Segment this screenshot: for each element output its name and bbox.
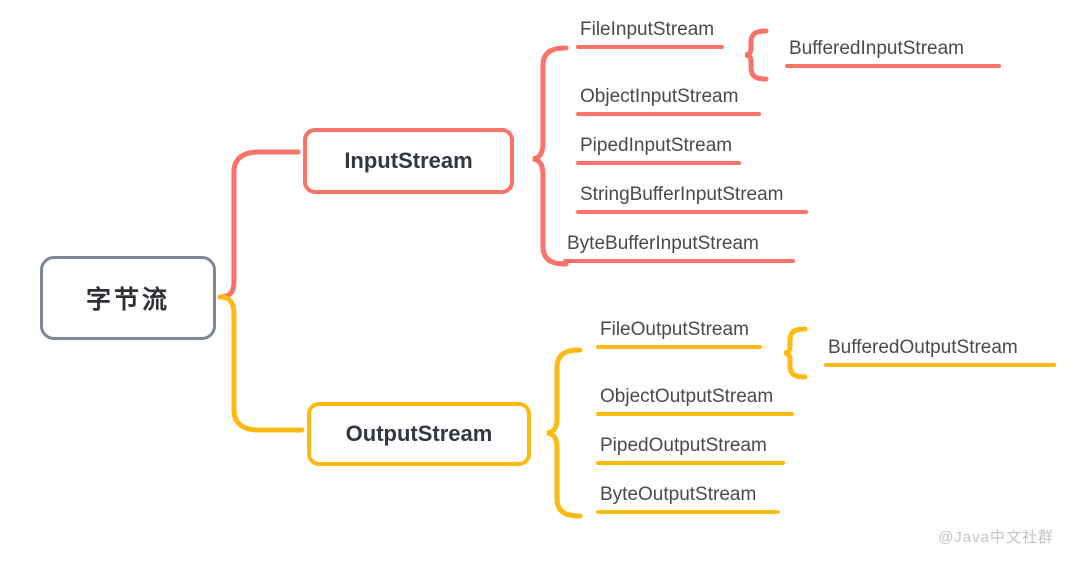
leaf-bufferedoutputstream-underline bbox=[824, 363, 1056, 367]
leaf-pipedoutputstream-label: PipedOutputStream bbox=[600, 435, 767, 456]
leaf-bufferedinputstream-underline bbox=[785, 64, 1001, 68]
leaf-pipedinputstream[interactable]: PipedInputStream bbox=[576, 134, 741, 165]
leaf-byteoutputstream-underline bbox=[596, 510, 780, 514]
connector-root-to-outputstream bbox=[217, 294, 305, 433]
brace-fileoutputstream-children bbox=[783, 326, 808, 380]
leaf-pipedinputstream-underline bbox=[576, 161, 741, 165]
leaf-stringbufferinputstream-underline bbox=[576, 210, 808, 214]
leaf-byteoutputstream-label: ByteOutputStream bbox=[600, 484, 757, 505]
leaf-objectoutputstream-label: ObjectOutputStream bbox=[600, 386, 774, 407]
node-root-byte-stream[interactable]: 字节流 bbox=[40, 256, 216, 340]
leaf-objectinputstream-underline bbox=[576, 112, 761, 116]
leaf-fileinputstream[interactable]: FileInputStream bbox=[576, 18, 724, 49]
leaf-fileoutputstream[interactable]: FileOutputStream bbox=[596, 318, 762, 349]
leaf-bytebufferinputstream[interactable]: ByteBufferInputStream bbox=[563, 232, 795, 263]
node-inputstream-label: InputStream bbox=[344, 148, 473, 173]
leaf-pipedoutputstream-underline bbox=[596, 461, 785, 465]
leaf-bufferedoutputstream-label: BufferedOutputStream bbox=[828, 337, 1018, 358]
watermark: @Java中文社群 bbox=[938, 529, 1054, 546]
leaf-fileinputstream-label: FileInputStream bbox=[580, 19, 715, 40]
leaf-fileoutputstream-underline bbox=[596, 345, 762, 349]
node-outputstream-label: OutputStream bbox=[345, 421, 493, 446]
leaf-pipedinputstream-label: PipedInputStream bbox=[580, 135, 733, 156]
leaf-bufferedinputstream[interactable]: BufferedInputStream bbox=[785, 37, 1001, 68]
leaf-stringbufferinputstream-label: StringBufferInputStream bbox=[580, 184, 784, 205]
leaf-bytebufferinputstream-underline bbox=[563, 259, 795, 263]
leaf-bufferedoutputstream[interactable]: BufferedOutputStream bbox=[824, 336, 1056, 367]
leaf-bytebufferinputstream-label: ByteBufferInputStream bbox=[567, 233, 759, 254]
brace-outputstream-leaves bbox=[546, 347, 583, 519]
leaf-fileoutputstream-label: FileOutputStream bbox=[600, 319, 749, 340]
brace-fileinputstream-children bbox=[744, 28, 769, 82]
node-root-label: 字节流 bbox=[85, 286, 170, 314]
leaf-fileinputstream-underline bbox=[576, 45, 724, 49]
leaf-bufferedinputstream-label: BufferedInputStream bbox=[789, 38, 964, 59]
node-outputstream[interactable]: OutputStream bbox=[307, 402, 531, 466]
leaf-objectinputstream-label: ObjectInputStream bbox=[580, 86, 739, 107]
connector-root-to-inputstream bbox=[217, 149, 301, 300]
leaf-stringbufferinputstream[interactable]: StringBufferInputStream bbox=[576, 183, 808, 214]
leaf-objectinputstream[interactable]: ObjectInputStream bbox=[576, 85, 761, 116]
node-inputstream[interactable]: InputStream bbox=[303, 128, 514, 194]
brace-inputstream-leaves bbox=[532, 45, 569, 267]
leaf-objectoutputstream-underline bbox=[596, 412, 794, 416]
leaf-objectoutputstream[interactable]: ObjectOutputStream bbox=[596, 385, 794, 416]
leaf-byteoutputstream[interactable]: ByteOutputStream bbox=[596, 483, 780, 514]
leaf-pipedoutputstream[interactable]: PipedOutputStream bbox=[596, 434, 785, 465]
